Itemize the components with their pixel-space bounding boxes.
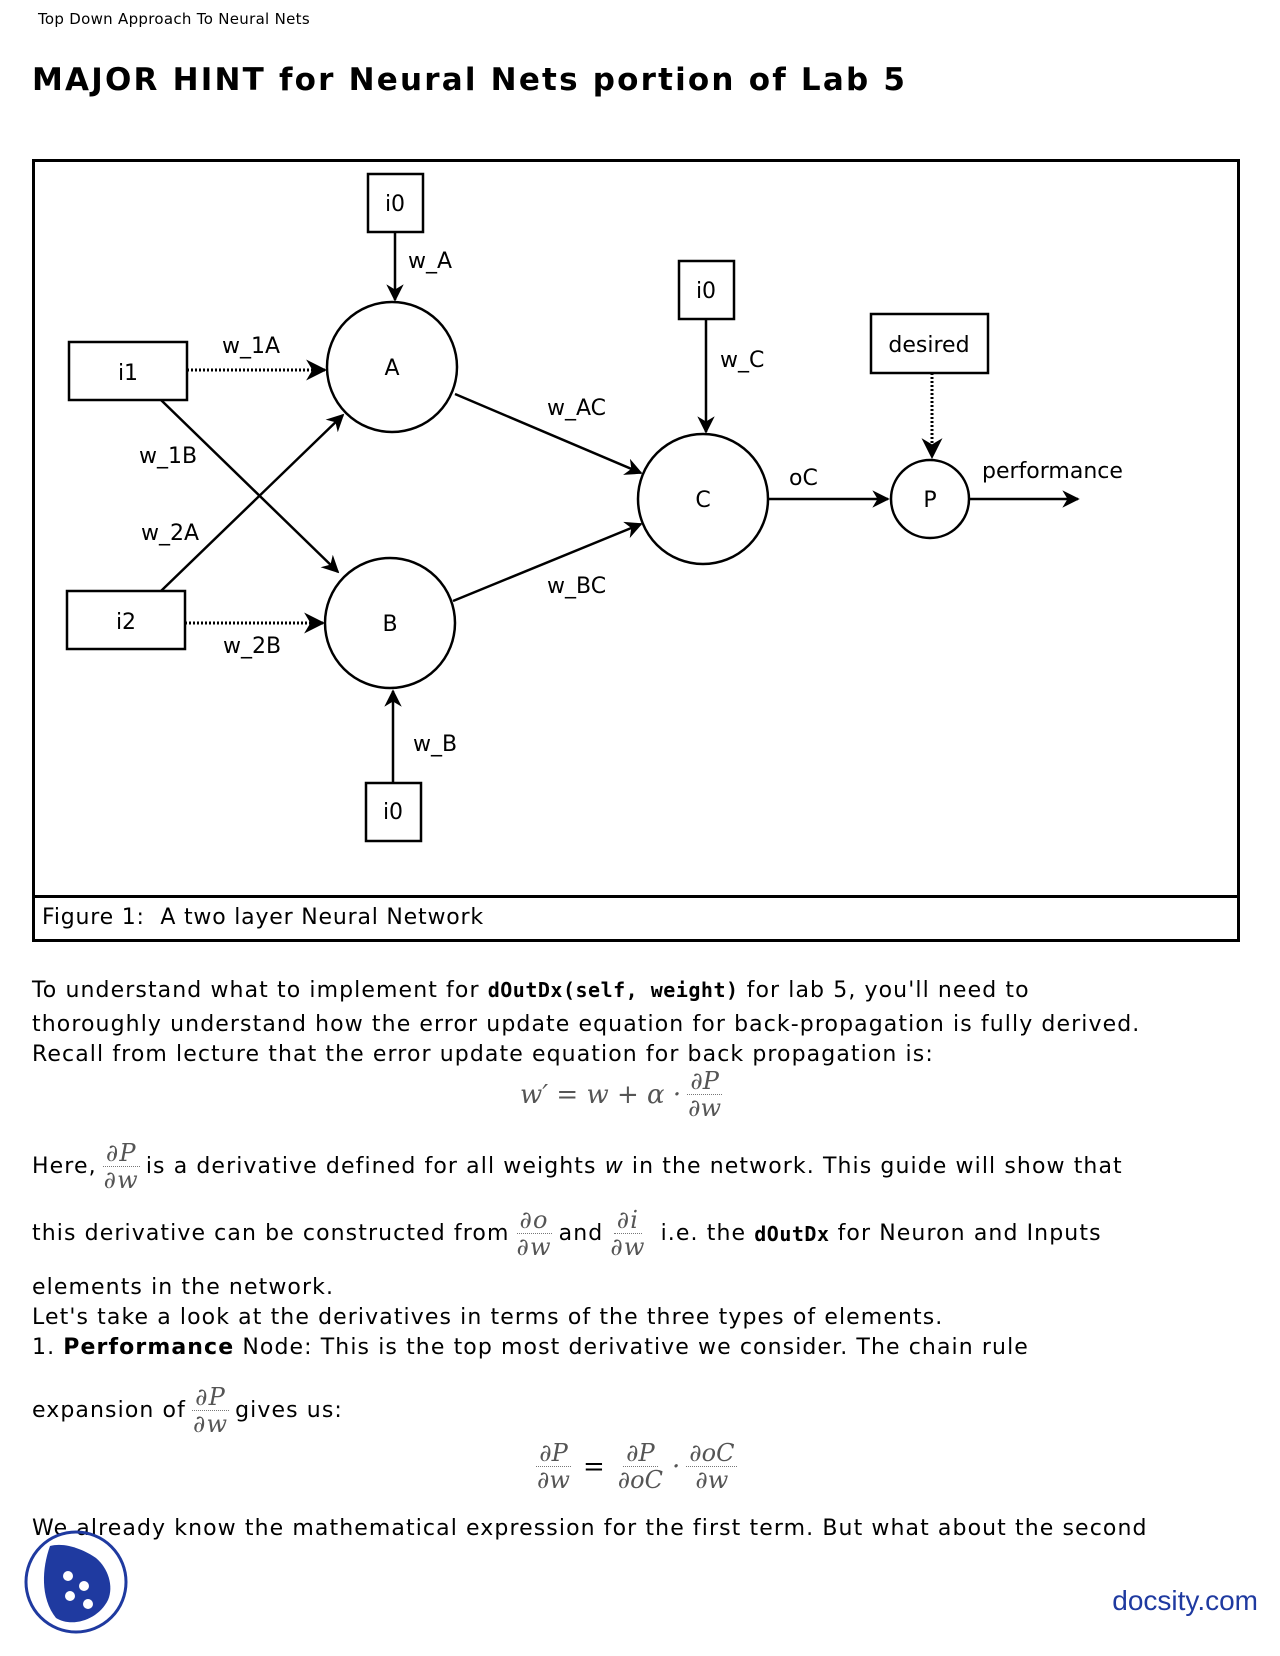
input-box-i2 [65,589,187,651]
docsity-logo-icon[interactable] [22,1528,130,1636]
code-doutdx-signature: dOutDx(self, weight) [487,978,739,1002]
paragraph-intro-line2: thoroughly understand how the error upda… [32,1012,1141,1037]
weight-label-w_A: w_A [408,249,452,274]
weight-label-w_1B: w_1B [139,444,197,469]
weight-label-w_AC: w_AC [547,396,606,421]
input-i0-bottom-label: i0 [383,800,403,825]
neural-network-diagram: i0 i1 i2 i0 i0 desired A B C P w_A w_1A … [65,172,1123,843]
paragraph-here: Here, ∂P∂w is a derivative defined for a… [32,1139,1123,1194]
input-i2-label: i2 [116,610,136,635]
neuron-A-label: A [384,356,399,381]
paragraph-expansion: expansion of ∂P∂w gives us: [32,1383,343,1438]
input-desired-label: desired [888,333,969,358]
neuron-C-label: C [695,488,710,513]
input-box-desired [869,312,990,375]
weight-label-w_BC: w_BC [547,574,606,599]
weight-label-w_2A: w_2A [141,521,199,546]
figure: i0 i1 i2 i0 i0 desired A B C P w_A w_1A … [32,159,1240,942]
paragraph-intro-line3: Recall from lecture that the error updat… [32,1042,934,1067]
paragraph-intro-line1: To understand what to implement for dOut… [32,978,1030,1003]
weight-label-w_2B: w_2B [223,634,281,659]
page-title: MAJOR HINT for Neural Nets portion of La… [32,62,908,98]
equation-chain-rule: ∂P∂w = ∂P∂oC · ∂oC∂w [530,1440,741,1493]
docsity-brand-link[interactable]: docsity.com [1112,1585,1258,1616]
edge-label-oC: oC [789,466,818,491]
equation-weight-update: w′ = w + α · ∂P∂w [520,1067,722,1122]
edge-label-performance: performance [982,459,1123,484]
performance-term: Performance [63,1335,235,1360]
running-header: Top Down Approach To Neural Nets [38,10,310,28]
paragraph-last: We already know the mathematical express… [32,1516,1148,1541]
input-i0-top-label: i0 [385,192,405,217]
weight-label-w_B: w_B [413,732,457,757]
figure-caption: Figure 1: A two layer Neural Network [35,895,1237,939]
weight-label-w_1A: w_1A [222,334,280,359]
performance-node-P-label: P [923,488,936,513]
paragraph-constructed: this derivative can be constructed from … [32,1206,1102,1261]
input-i0-mid-label: i0 [696,279,716,304]
paragraph-lets: Let's take a look at the derivatives in … [32,1305,944,1330]
weight-label-w_C: w_C [720,348,764,373]
input-i1-label: i1 [118,361,138,386]
paragraph-performance-node: 1. Performance Node: This is the top mos… [32,1335,1029,1360]
paragraph-elements: elements in the network. [32,1275,335,1300]
neuron-B-label: B [382,612,397,637]
